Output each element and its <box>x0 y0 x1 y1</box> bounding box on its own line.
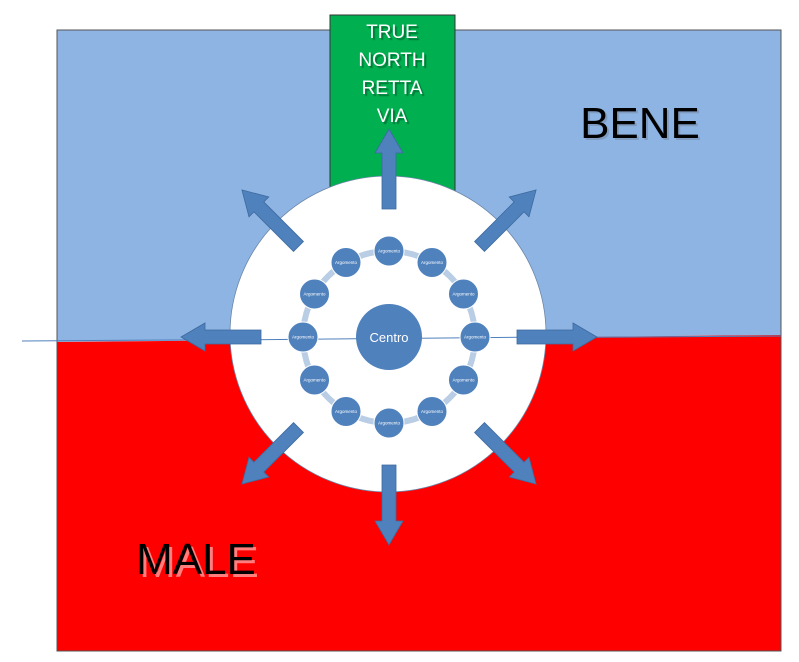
topic-node: Argomento <box>373 235 405 267</box>
topic-node: Argomento <box>447 364 479 396</box>
arrow-icon <box>241 421 305 485</box>
topic-node: Argomento <box>416 247 448 279</box>
topic-circle <box>287 321 319 353</box>
topic-nodes: ArgomentoArgomentoArgomentoArgomentoArgo… <box>287 235 491 439</box>
topic-label: Argomento <box>421 260 444 265</box>
topic-node: Argomento <box>330 395 362 427</box>
topic-circle <box>373 235 405 267</box>
topic-circle <box>416 247 448 279</box>
topic-label: Argomento <box>304 378 327 383</box>
arrow-icon <box>516 322 598 352</box>
topic-label: Argomento <box>292 335 315 340</box>
topic-label: Argomento <box>452 378 475 383</box>
topic-circle <box>330 247 362 279</box>
topic-node: Argomento <box>416 395 448 427</box>
centro-circle <box>356 304 422 370</box>
bene-label: BENE <box>580 99 700 148</box>
topic-node: Argomento <box>459 321 491 353</box>
male-label: MALE <box>136 535 256 584</box>
north-line-1: TRUE <box>366 22 418 43</box>
male-region <box>57 335 781 651</box>
topic-label: Argomento <box>378 249 401 254</box>
topic-circle <box>447 364 479 396</box>
arrow-icon <box>180 322 262 352</box>
arrow-icon <box>374 128 404 210</box>
topic-label: Argomento <box>378 421 401 426</box>
topic-node: Argomento <box>447 278 479 310</box>
north-line-3: RETTA <box>362 78 423 99</box>
topic-circle <box>373 407 405 439</box>
topic-node: Argomento <box>373 407 405 439</box>
true-north-label: TRUE NORTH RETTA VIA <box>358 22 425 127</box>
topic-node: Argomento <box>299 278 331 310</box>
topic-label: Argomento <box>464 335 487 340</box>
topic-node: Argomento <box>299 364 331 396</box>
topic-label: Argomento <box>421 409 444 414</box>
topic-circle <box>299 364 331 396</box>
topic-circle <box>299 278 331 310</box>
arrow-icon <box>473 421 537 485</box>
topic-circle <box>459 321 491 353</box>
arrow-icon <box>241 189 305 253</box>
centro-label: Centro <box>369 330 408 345</box>
topic-circle <box>447 278 479 310</box>
topic-label: Argomento <box>335 409 358 414</box>
topic-label: Argomento <box>452 292 475 297</box>
north-line-4: VIA <box>377 106 408 127</box>
topic-label: Argomento <box>335 260 358 265</box>
topic-label: Argomento <box>304 292 327 297</box>
topic-circle <box>330 395 362 427</box>
arrow-icon <box>473 189 537 253</box>
direction-arrows <box>180 128 598 546</box>
topic-node: Argomento <box>330 247 362 279</box>
north-line-2: NORTH <box>358 50 425 71</box>
arrow-icon <box>374 464 404 546</box>
topic-node: Argomento <box>287 321 319 353</box>
topic-circle <box>416 395 448 427</box>
